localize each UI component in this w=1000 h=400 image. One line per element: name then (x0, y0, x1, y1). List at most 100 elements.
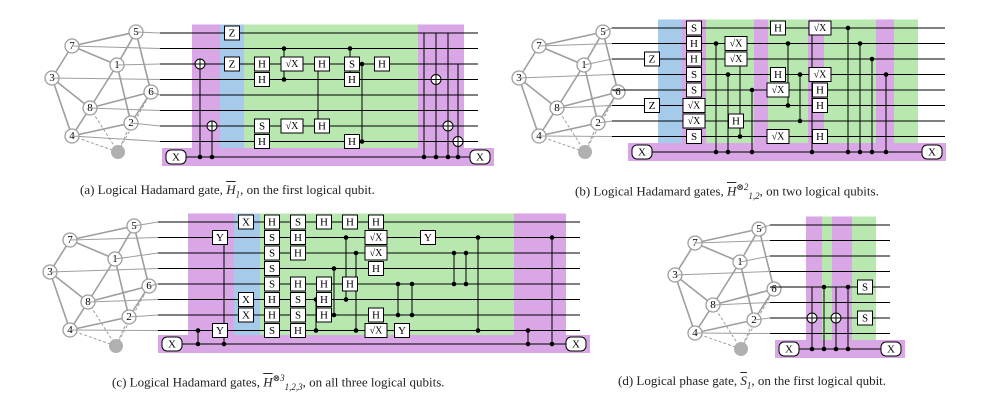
gate-label: H (372, 310, 380, 322)
lattice-edge (87, 258, 116, 303)
caption-a-prefix: (a) Logical Hadamard gate, (80, 182, 227, 197)
control-dot (343, 235, 349, 240)
lattice-edge (739, 261, 755, 321)
lattice-dashed-edge (556, 107, 586, 153)
gate-label: Z (649, 54, 656, 66)
lattice-edge (133, 225, 150, 287)
control-dot (713, 149, 719, 155)
control-dot (737, 134, 743, 139)
gate-label: S (295, 294, 301, 306)
gate-label: X (242, 217, 250, 229)
band-green (244, 24, 418, 151)
caption-b-suffix: , on two logical qubits. (759, 183, 879, 199)
wire-lead (753, 317, 771, 321)
gate-box (686, 20, 702, 36)
gate-label: S (691, 85, 697, 97)
caption-b: (b) Logical Hadamard gates, H⊗21,2, on t… (575, 182, 879, 201)
ancilla-x-label: X (476, 152, 484, 164)
band-purple (808, 19, 824, 146)
caption-a-suffix: , on the first logical qubit. (240, 182, 375, 197)
wire-lead (116, 63, 161, 66)
gate-box (644, 51, 660, 67)
gate-box (344, 56, 360, 72)
gate-box (686, 82, 702, 98)
gate-label: Y (424, 232, 432, 244)
wire-lead (87, 299, 159, 303)
gate-label: S (269, 263, 275, 275)
gate-label: √X (370, 248, 383, 259)
control-dot (833, 346, 839, 352)
gate-box (264, 214, 280, 230)
gate-label: H (372, 217, 380, 229)
band-green (822, 216, 832, 343)
gate-label: S (259, 121, 265, 133)
lattice-edge (538, 122, 599, 137)
gate-label: √X (370, 233, 383, 244)
control-dot (883, 149, 889, 155)
gate-box (364, 230, 388, 245)
lattice-edge (556, 64, 585, 109)
band-purple (806, 216, 822, 343)
caption-c-prefix: (c) Logical Hadamard gates, (112, 374, 264, 390)
lattice-dashed-edge (538, 135, 586, 153)
control-dot (475, 328, 481, 333)
lattice-dashed-edge (117, 91, 152, 153)
lattice-edge (89, 91, 152, 109)
gate-label: √X (286, 59, 299, 70)
gate-box (264, 230, 280, 245)
gate-label: √X (772, 132, 785, 143)
gate-box (342, 276, 358, 292)
gate-label: X (242, 310, 250, 322)
gate-box (314, 118, 330, 134)
gate-box (290, 323, 306, 338)
lattice-dashed-edge (89, 107, 119, 153)
control-dot (785, 103, 791, 108)
lattice-edge (69, 225, 135, 241)
lattice-dashed-edge (740, 288, 775, 350)
gate-label: S (269, 232, 275, 244)
control-dot (409, 312, 415, 318)
gate-box (766, 129, 790, 144)
control-dot (845, 25, 851, 31)
gate-label: H (294, 248, 302, 260)
gate-label: H (268, 310, 276, 322)
control-dot (195, 328, 201, 333)
lattice-edge (758, 228, 775, 290)
gate-label: H (348, 136, 356, 148)
control-dot (331, 312, 337, 318)
wire-lead (49, 268, 159, 273)
ancilla-dot (111, 145, 125, 159)
gate-label: H (816, 100, 824, 112)
control-dot (821, 346, 827, 352)
lattice-edge (51, 77, 91, 109)
wire-lead (712, 302, 771, 306)
caption-c-symbol: H (263, 374, 273, 390)
gate-box (224, 25, 240, 41)
control-dot (359, 139, 365, 144)
control-dot (409, 281, 415, 287)
gate-box (316, 214, 332, 230)
gate-box (238, 292, 254, 307)
lattice-edge (674, 274, 696, 334)
lattice-edge (89, 64, 118, 109)
gate-label: H (346, 217, 354, 229)
wire-lead (114, 252, 159, 260)
control-dot (359, 61, 365, 67)
gate-box (224, 56, 240, 72)
ancilla-x-box (921, 144, 943, 160)
control-dot (451, 281, 457, 287)
wire-lead (597, 120, 613, 124)
gate-box (264, 276, 280, 292)
gate-box (808, 67, 832, 82)
control-dot (749, 87, 755, 93)
gate-box (770, 20, 786, 36)
lattice-edge (602, 31, 619, 93)
gate-box (686, 67, 702, 82)
gate-box (264, 307, 280, 323)
lattice-edge (694, 319, 755, 334)
lattice-dashed-edge (115, 285, 150, 347)
ancilla-x-box (631, 144, 653, 160)
band-green (824, 19, 876, 146)
lattice-edge (694, 242, 741, 263)
gate-label: H (732, 116, 740, 128)
